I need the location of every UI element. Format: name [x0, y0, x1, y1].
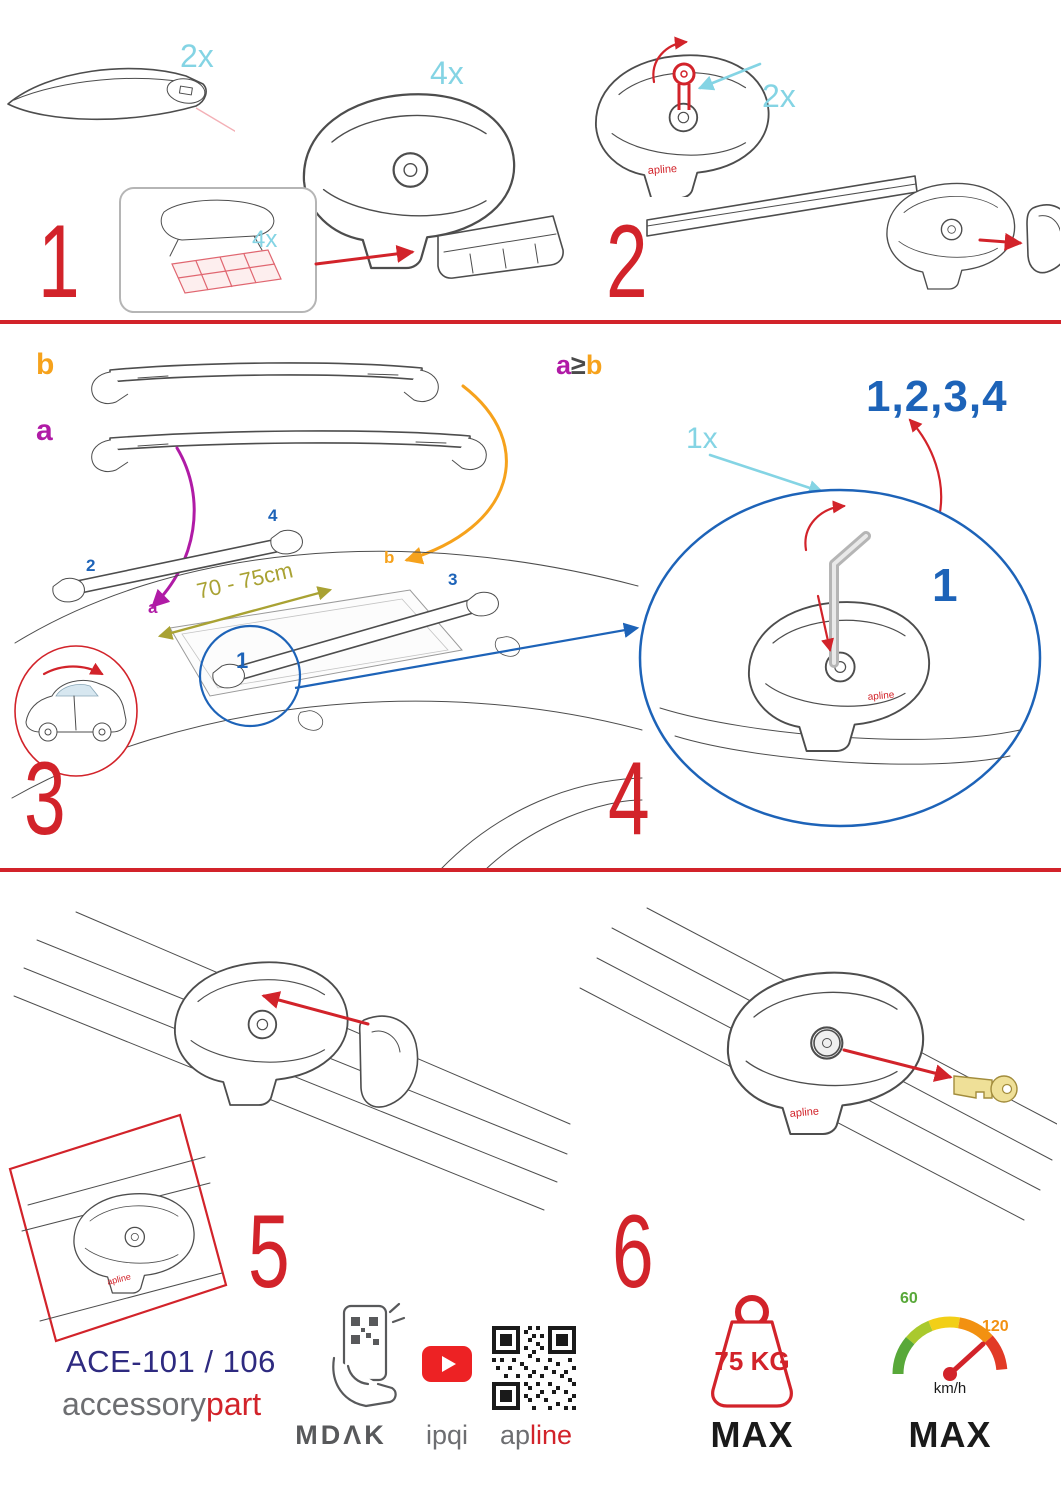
tool-quantity: 1x	[686, 422, 718, 455]
brand-second: part	[206, 1386, 262, 1422]
step5-number: 5	[248, 1194, 290, 1310]
step2-foot-key-drawing: apline	[594, 36, 770, 197]
step2-bar-assembly-drawing	[646, 175, 1060, 290]
step2-number: 2	[606, 204, 648, 320]
step5-result-inset: apline	[8, 1113, 228, 1343]
phone-qr-pattern	[351, 1317, 379, 1345]
step1-pad-quantity: 4x	[252, 226, 278, 253]
max-load-weight-icon	[711, 1295, 793, 1408]
step6-number: 6	[612, 1194, 654, 1310]
step1-foot-drawing	[302, 93, 564, 279]
rubber-pad-grid	[171, 249, 282, 294]
crossbar-b-drawing	[91, 362, 439, 405]
max-weight-value: 75 KG	[714, 1346, 790, 1376]
car-overview-inset	[14, 645, 138, 777]
detail-callout-arrow	[294, 622, 640, 690]
brand-logo: accessorypart	[62, 1386, 261, 1423]
partner-mdak-label: MDΛK	[295, 1420, 387, 1450]
product-model: ACE-101 / 106	[66, 1344, 276, 1379]
max-weight-label: MAX	[710, 1414, 794, 1455]
step1-crossbar-drawing	[7, 67, 235, 133]
condition-operator: ≥	[571, 350, 586, 380]
speed-unit-label: km/h	[933, 1380, 967, 1397]
roof-position-b: b	[384, 548, 395, 567]
condition-a: a	[556, 350, 572, 380]
roof-position-4: 4	[268, 506, 278, 525]
brand-first: accessory	[62, 1386, 207, 1422]
foot-brand-text: apline	[647, 163, 677, 177]
step2-key-quantity: 2x	[762, 78, 796, 114]
tightening-detail-drawing: apline	[638, 488, 1042, 828]
foot-brand-text: apline	[867, 690, 895, 703]
tightening-sequence: 1,2,3,4	[866, 372, 1008, 421]
step1-foot-quantity: 4x	[430, 55, 464, 91]
condition-b: b	[585, 350, 603, 380]
key-icon	[953, 1075, 1018, 1103]
speedometer-icon	[892, 1316, 1008, 1381]
roof-position-1: 1	[236, 648, 249, 673]
step5-cover-drawing	[13, 911, 571, 1211]
roof-position-a: a	[148, 598, 158, 617]
step4-number: 4	[608, 741, 650, 857]
partner-ipqi-label: ipqi	[425, 1420, 469, 1450]
step1-arrow	[314, 244, 415, 266]
tool-pointer-arrow	[708, 453, 825, 496]
speed-low-label: 60	[900, 1290, 918, 1307]
bar-b-label: b	[36, 348, 55, 381]
step1-number: 1	[38, 204, 80, 320]
step1-pad-inset-drawing	[119, 187, 317, 313]
step3-number: 3	[24, 741, 66, 857]
detail-position-1: 1	[932, 559, 958, 611]
partner-apline-label: apline	[486, 1420, 586, 1451]
crossbar-a-drawing	[91, 430, 487, 473]
roof-position-2: 2	[86, 556, 96, 575]
section-divider-2	[0, 868, 1061, 872]
roof-position-3: 3	[448, 570, 458, 589]
bar-a-label: a	[36, 414, 53, 447]
roof-mounting-drawing	[11, 527, 643, 871]
condition-label: a≥b	[556, 350, 602, 381]
apline-first: ap	[499, 1420, 530, 1450]
youtube-icon	[422, 1346, 472, 1382]
max-speed-label: MAX	[908, 1414, 992, 1455]
bar-b-pointer-arrow	[404, 384, 508, 565]
speed-high-label: 120	[982, 1318, 1009, 1335]
step1-bar-quantity: 2x	[180, 38, 214, 74]
apline-second: line	[530, 1420, 573, 1450]
qr-code-icon	[492, 1326, 576, 1410]
step6-lock-drawing: apline	[579, 907, 1057, 1221]
section-divider-1	[0, 320, 1061, 324]
foot-brand-text: apline	[789, 1105, 819, 1120]
hand-scanning-phone-icon	[332, 1302, 406, 1408]
